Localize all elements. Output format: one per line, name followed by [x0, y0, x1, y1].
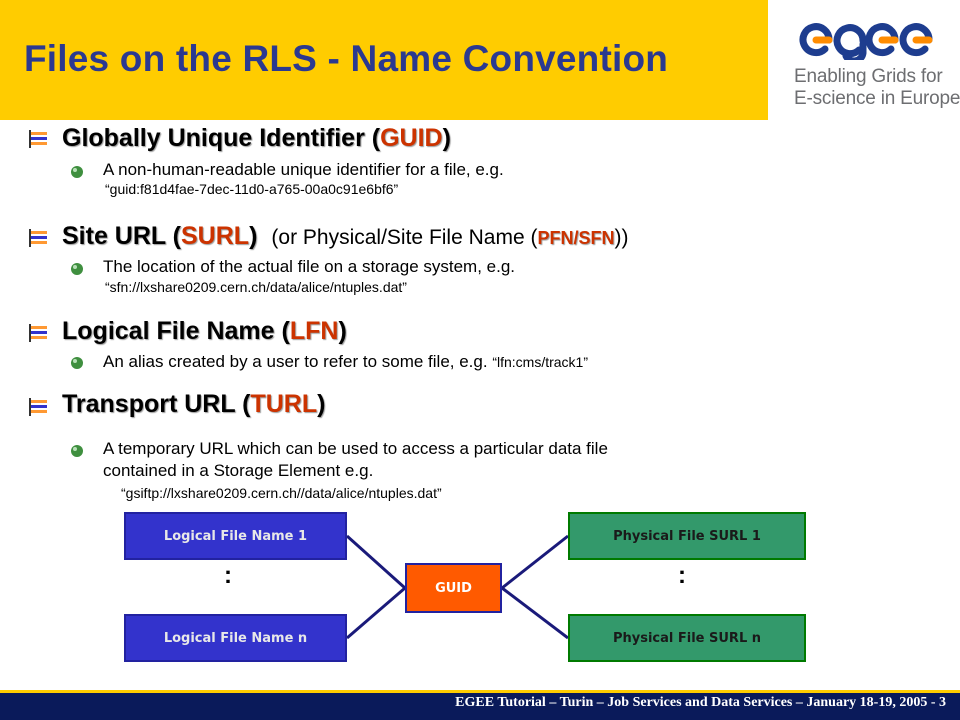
heading-turl: Transport URL (TURL)	[62, 390, 326, 418]
title-band	[0, 0, 768, 120]
footer-divider	[0, 690, 960, 693]
bullet-dot-icon	[71, 263, 83, 275]
bullet-dot-icon	[71, 357, 83, 369]
egee-logo: Enabling Grids for E-science in Europe	[768, 0, 960, 120]
guid-box: GUID	[405, 563, 502, 613]
heading-surl: Site URL (SURL)(or Physical/Site File Na…	[62, 222, 629, 250]
lfn-box-last: Logical File Name n	[124, 614, 347, 662]
pfn-ellipsis: :	[678, 562, 686, 589]
guid-description: A non-human-readable unique identifier f…	[103, 160, 504, 179]
turl-description-line-1: A temporary URL which can be used to acc…	[103, 439, 608, 458]
lfn-ellipsis: :	[224, 562, 232, 589]
turl-example: “gsiftp://lxshare0209.cern.ch//data/alic…	[121, 485, 442, 501]
bullet-flag-icon	[29, 229, 47, 247]
turl-description-line-2: contained in a Storage Element e.g.	[103, 461, 374, 480]
diagram-connectors	[345, 534, 569, 640]
lfn-description: An alias created by a user to refer to s…	[103, 352, 589, 371]
footer-text: EGEE Tutorial – Turin – Job Services and…	[455, 695, 946, 710]
lfn-box-first: Logical File Name 1	[124, 512, 347, 560]
bullet-flag-icon	[29, 130, 47, 148]
logo-tagline-1: Enabling Grids for	[794, 66, 943, 87]
pfn-box-first: Physical File SURL 1	[568, 512, 806, 560]
surl-note: (or Physical/Site File Name (PFN/SFN))	[271, 226, 629, 249]
heading-lfn: Logical File Name (LFN)	[62, 317, 347, 345]
bullet-dot-icon	[71, 166, 83, 178]
guid-example: “guid:f81d4fae-7dec-11d0-a765-00a0c91e6b…	[105, 181, 399, 197]
bullet-flag-icon	[29, 398, 47, 416]
bullet-dot-icon	[71, 445, 83, 457]
footer-bar: EGEE Tutorial – Turin – Job Services and…	[0, 690, 960, 720]
bullet-flag-icon	[29, 324, 47, 342]
surl-description: The location of the actual file on a sto…	[103, 257, 516, 276]
slide-title: Files on the RLS - Name Convention	[24, 38, 669, 79]
logo-tagline-2: E-science in Europe	[794, 88, 960, 109]
surl-example: “sfn://lxshare0209.cern.ch/data/alice/nt…	[105, 279, 407, 295]
pfn-box-last: Physical File SURL n	[568, 614, 806, 662]
slide-content: Globally Unique Identifier (GUID) A non-…	[29, 124, 806, 662]
heading-guid: Globally Unique Identifier (GUID)	[62, 124, 451, 152]
egee-wordmark-icon	[799, 23, 933, 60]
